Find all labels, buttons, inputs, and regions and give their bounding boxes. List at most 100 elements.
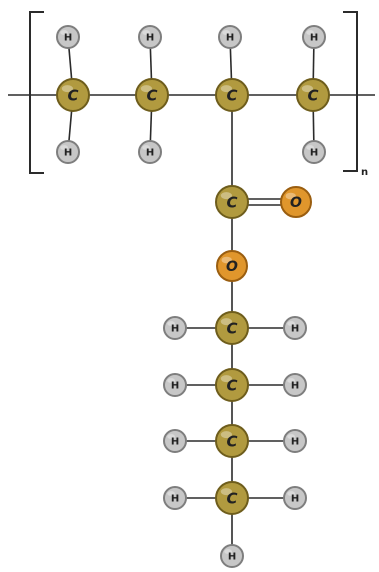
- atom-highlight: [220, 85, 232, 93]
- atom-highlight: [60, 30, 68, 36]
- hydrogen-label: H: [228, 552, 236, 563]
- atom-highlight: [221, 256, 232, 264]
- hydrogen-atom-h1t: H: [56, 25, 80, 49]
- hydrogen-atom-hb4l: H: [163, 486, 187, 510]
- atom-highlight: [140, 85, 152, 93]
- atom-highlight: [167, 434, 175, 440]
- hydrogen-label: H: [226, 33, 234, 44]
- hydrogen-atom-h4b: H: [302, 140, 326, 164]
- atom-highlight: [220, 318, 232, 326]
- hydrogen-sphere: [56, 25, 80, 49]
- hydrogen-label: H: [291, 324, 299, 335]
- hydrogen-label: H: [291, 494, 299, 505]
- carbon-atom-b4: C: [215, 481, 249, 515]
- hydrogen-sphere: [283, 316, 307, 340]
- hydrogen-label: H: [171, 324, 179, 335]
- hydrogen-atom-hb4r: H: [283, 486, 307, 510]
- atom-highlight: [220, 431, 232, 439]
- right-bracket: [343, 11, 358, 172]
- atom-highlight: [306, 145, 314, 151]
- oxygen-sphere: [280, 186, 312, 218]
- atom-highlight: [142, 145, 150, 151]
- oxygen-sphere: [216, 250, 248, 282]
- carbon-label: C: [226, 86, 237, 104]
- atom-highlight: [60, 145, 68, 151]
- hydrogen-sphere: [283, 373, 307, 397]
- carbon-label: C: [226, 193, 237, 211]
- hydrogen-atom-hb1r: H: [283, 316, 307, 340]
- atom-layer: C C C C H H H H H H H C O O C C C C H H H H H H H H H: [56, 25, 330, 568]
- atom-highlight: [287, 434, 295, 440]
- hydrogen-atom-h1b: H: [56, 140, 80, 164]
- oxygen-atom-os: O: [216, 250, 248, 282]
- hydrogen-label: H: [146, 148, 154, 159]
- oxygen-atom-od: O: [280, 186, 312, 218]
- hydrogen-label: H: [146, 33, 154, 44]
- hydrogen-label: H: [291, 381, 299, 392]
- atom-highlight: [220, 192, 232, 200]
- atom-highlight: [287, 378, 295, 384]
- atom-highlight: [285, 192, 296, 200]
- atom-highlight: [167, 491, 175, 497]
- carbon-atom-b2: C: [215, 368, 249, 402]
- carbon-sphere: [215, 424, 249, 458]
- hydrogen-label: H: [171, 437, 179, 448]
- hydrogen-sphere: [163, 429, 187, 453]
- atom-highlight: [61, 85, 73, 93]
- hydrogen-atom-h3t: H: [218, 25, 242, 49]
- atom-highlight: [301, 85, 313, 93]
- atom-highlight: [167, 321, 175, 327]
- left-bracket: [29, 11, 44, 174]
- atom-highlight: [220, 488, 232, 496]
- hydrogen-atom-h2b: H: [138, 140, 162, 164]
- hydrogen-label: H: [310, 33, 318, 44]
- atom-highlight: [222, 30, 230, 36]
- hydrogen-atom-hb3r: H: [283, 429, 307, 453]
- carbon-label: C: [226, 376, 237, 394]
- hydrogen-atom-h2t: H: [138, 25, 162, 49]
- atom-highlight: [287, 321, 295, 327]
- hydrogen-sphere: [138, 140, 162, 164]
- carbon-atom-b1: C: [215, 311, 249, 345]
- hydrogen-sphere: [138, 25, 162, 49]
- hydrogen-atom-hb1l: H: [163, 316, 187, 340]
- carbon-atom-c4: C: [296, 78, 330, 112]
- carbon-sphere: [135, 78, 169, 112]
- hydrogen-atom-h4t: H: [302, 25, 326, 49]
- hydrogen-atom-hbend: H: [220, 544, 244, 568]
- atom-highlight: [220, 375, 232, 383]
- hydrogen-label: H: [171, 381, 179, 392]
- atom-highlight: [224, 549, 232, 555]
- carbon-sphere: [296, 78, 330, 112]
- carbon-sphere: [215, 481, 249, 515]
- hydrogen-sphere: [302, 140, 326, 164]
- oxygen-label: O: [290, 195, 302, 211]
- hydrogen-atom-hb3l: H: [163, 429, 187, 453]
- carbon-atom-b3: C: [215, 424, 249, 458]
- hydrogen-sphere: [302, 25, 326, 49]
- hydrogen-label: H: [291, 437, 299, 448]
- atom-highlight: [306, 30, 314, 36]
- hydrogen-sphere: [163, 373, 187, 397]
- carbon-atom-c2: C: [135, 78, 169, 112]
- hydrogen-sphere: [56, 140, 80, 164]
- hydrogen-label: H: [64, 33, 72, 44]
- carbon-atom-cc: C: [215, 185, 249, 219]
- carbon-label: C: [226, 319, 237, 337]
- hydrogen-sphere: [283, 429, 307, 453]
- carbon-label: C: [307, 86, 318, 104]
- hydrogen-atom-hb2l: H: [163, 373, 187, 397]
- repeat-unit-brackets: n: [29, 11, 368, 178]
- hydrogen-label: H: [64, 148, 72, 159]
- atom-highlight: [142, 30, 150, 36]
- hydrogen-sphere: [163, 486, 187, 510]
- carbon-atom-c1: C: [56, 78, 90, 112]
- hydrogen-sphere: [220, 544, 244, 568]
- carbon-atom-c3: C: [215, 78, 249, 112]
- carbon-label: C: [226, 432, 237, 450]
- hydrogen-sphere: [163, 316, 187, 340]
- carbon-label: C: [226, 489, 237, 507]
- atom-highlight: [167, 378, 175, 384]
- carbon-sphere: [215, 368, 249, 402]
